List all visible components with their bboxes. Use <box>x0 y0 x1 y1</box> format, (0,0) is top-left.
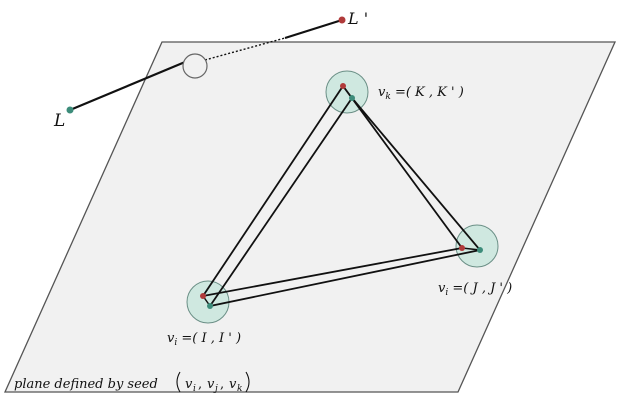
seed-comma2: , <box>220 377 224 392</box>
seed-v1: v <box>185 377 193 392</box>
label-vj-v: v <box>438 281 446 296</box>
label-L-prime: L ' <box>347 9 368 28</box>
label-L: L <box>53 111 65 131</box>
seed-s2: j <box>213 384 218 394</box>
label-vk-rest: =( K , K ' ) <box>391 85 464 100</box>
seed-s1: i <box>193 384 196 394</box>
point-J-prime <box>477 247 483 253</box>
line-segment-hidden <box>204 37 286 61</box>
label-vk-v: v <box>378 85 386 100</box>
label-vj-sub: i <box>445 288 448 298</box>
line-segment-lower <box>69 60 186 112</box>
plane-seed-tuple: v i , v j , v k <box>176 371 250 394</box>
point-I-prime <box>207 303 213 309</box>
label-vj: vi =( J , J ' ) <box>438 281 512 298</box>
triangle-outer <box>201 84 464 298</box>
label-vi-rest: =( I , I ' ) <box>177 331 241 346</box>
triangle-connector-j <box>461 247 481 251</box>
point-J <box>459 245 465 251</box>
seed-plane <box>3 41 617 393</box>
seed-s3: k <box>237 384 242 394</box>
point-K-prime <box>349 95 355 101</box>
label-vj-rest: =( J , J ' ) <box>448 281 512 296</box>
plane-caption-text: plane defined by seed <box>14 377 158 392</box>
label-vk: vk =( K , K ' ) <box>378 85 464 102</box>
line-segment-upper <box>284 18 343 40</box>
point-L-prime <box>338 16 346 24</box>
label-vk-sub: k <box>385 92 390 102</box>
paren-right <box>245 371 250 393</box>
point-L <box>66 106 74 114</box>
seed-v2: v <box>207 377 215 392</box>
plane-caption: plane defined by seed <box>14 377 158 392</box>
line-plane-intersection-marker <box>182 53 208 79</box>
seed-v3: v <box>229 377 237 392</box>
triangle-inner <box>207 96 482 308</box>
label-vi-sub: i <box>174 338 177 348</box>
label-vi: vi =( I , I ' ) <box>167 331 241 348</box>
seed-comma1: , <box>198 377 202 392</box>
label-vi-v: v <box>167 331 175 346</box>
point-I <box>200 293 206 299</box>
point-K <box>340 83 346 89</box>
paren-left <box>176 371 181 393</box>
